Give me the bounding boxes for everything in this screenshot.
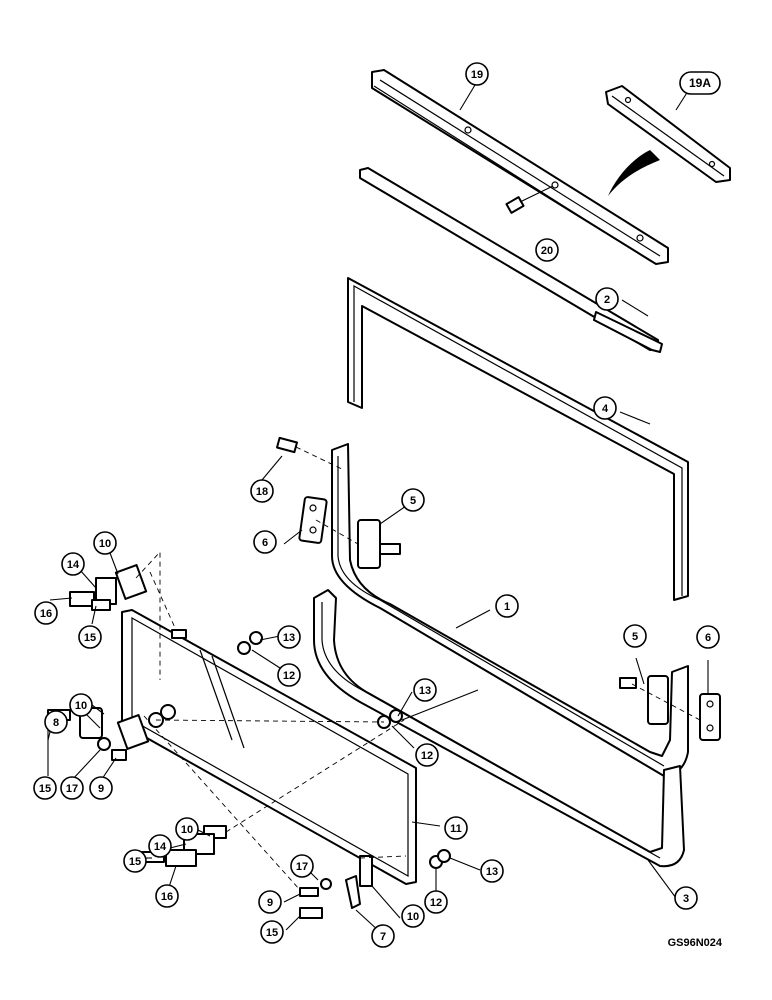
callout-6-left: 6 — [253, 530, 277, 554]
svg-text:6: 6 — [262, 537, 268, 549]
hinge-5-left — [357, 519, 401, 569]
svg-text:12: 12 — [283, 670, 295, 682]
top-rail-19 — [371, 69, 669, 265]
svg-text:18: 18 — [256, 486, 268, 498]
screw-18 — [276, 436, 298, 454]
svg-text:12: 12 — [430, 897, 442, 909]
svg-text:12: 12 — [421, 750, 433, 762]
window-frame-1 — [331, 443, 689, 777]
svg-text:13: 13 — [283, 632, 295, 644]
callout-5-left: 5 — [401, 488, 425, 512]
hardware-middle — [141, 825, 451, 919]
svg-text:15: 15 — [266, 927, 278, 939]
svg-text:5: 5 — [632, 631, 638, 643]
callout-11: 11 — [444, 816, 468, 840]
svg-text:10: 10 — [99, 538, 111, 550]
svg-text:3: 3 — [683, 893, 689, 905]
callout-2: 2 — [595, 287, 619, 311]
callout-17-a: 17 — [60, 776, 84, 800]
callout-16-a: 16 — [34, 601, 58, 625]
callout-19: 19 — [465, 62, 489, 86]
callout-13-b: 13 — [413, 678, 437, 702]
lower-frame-3 — [313, 589, 685, 868]
callout-10-d: 10 — [401, 904, 425, 928]
svg-text:9: 9 — [267, 897, 273, 909]
svg-text:1: 1 — [504, 601, 510, 613]
svg-text:17: 17 — [66, 783, 78, 795]
nuts-upper — [171, 629, 403, 729]
callout-8: 8 — [44, 710, 68, 734]
callout-5-right: 5 — [623, 624, 647, 648]
callout-9-b: 9 — [258, 890, 282, 914]
svg-text:13: 13 — [419, 685, 431, 697]
svg-text:2: 2 — [604, 294, 610, 306]
hinge-5-right — [619, 675, 669, 725]
svg-text:9: 9 — [98, 783, 104, 795]
svg-text:15: 15 — [39, 783, 51, 795]
svg-text:14: 14 — [154, 841, 167, 853]
callout-10-b: 10 — [69, 693, 93, 717]
svg-text:17: 17 — [296, 861, 308, 873]
bracket-6-left — [298, 496, 328, 544]
callout-9-a: 9 — [89, 776, 113, 800]
callout-12-b: 12 — [415, 743, 439, 767]
svg-text:13: 13 — [486, 866, 498, 878]
svg-text:8: 8 — [53, 717, 59, 729]
svg-text:7: 7 — [380, 931, 386, 943]
callout-19a: 19A — [679, 71, 721, 95]
callout-15-a: 15 — [78, 625, 102, 649]
callout-4: 4 — [593, 396, 617, 420]
window-seal-4 — [347, 277, 689, 601]
svg-text:11: 11 — [450, 823, 462, 835]
callout-7: 7 — [371, 924, 395, 948]
alignment-lines — [135, 446, 701, 891]
callout-12-c: 12 — [424, 890, 448, 914]
callout-10-c: 10 — [175, 817, 199, 841]
svg-text:5: 5 — [410, 495, 416, 507]
svg-text:10: 10 — [181, 824, 193, 836]
callout-13-c: 13 — [480, 859, 504, 883]
strip-2 — [593, 311, 663, 353]
callout-16-b: 16 — [155, 884, 179, 908]
callout-15-d: 15 — [260, 920, 284, 944]
callout-15-c: 15 — [123, 849, 147, 873]
svg-text:10: 10 — [75, 700, 87, 712]
callout-14-a: 14 — [61, 552, 85, 576]
callout-3: 3 — [674, 886, 698, 910]
svg-text:14: 14 — [67, 559, 80, 571]
callout-14-b: 14 — [148, 834, 172, 858]
svg-text:16: 16 — [161, 891, 173, 903]
svg-text:6: 6 — [705, 632, 711, 644]
callout-18: 18 — [250, 479, 274, 503]
callout-12-a: 12 — [277, 663, 301, 687]
rail-detail-19a — [605, 85, 731, 196]
svg-text:4: 4 — [602, 403, 609, 415]
callout-10-a: 10 — [93, 531, 117, 555]
callout-20: 20 — [535, 238, 559, 262]
drawing-code: GS96N024 — [667, 937, 722, 949]
callout-15-b: 15 — [33, 776, 57, 800]
svg-text:16: 16 — [40, 608, 52, 620]
svg-text:19A: 19A — [689, 76, 711, 90]
svg-text:20: 20 — [541, 245, 553, 257]
callout-17-b: 17 — [290, 854, 314, 878]
callout-6-right: 6 — [696, 625, 720, 649]
svg-text:10: 10 — [407, 911, 419, 923]
svg-text:15: 15 — [84, 632, 96, 644]
screw-20 — [505, 185, 554, 214]
svg-text:19: 19 — [471, 69, 483, 81]
svg-text:15: 15 — [129, 856, 141, 868]
callout-1: 1 — [495, 594, 519, 618]
callout-13-a: 13 — [277, 625, 301, 649]
bracket-6-right — [699, 693, 721, 741]
